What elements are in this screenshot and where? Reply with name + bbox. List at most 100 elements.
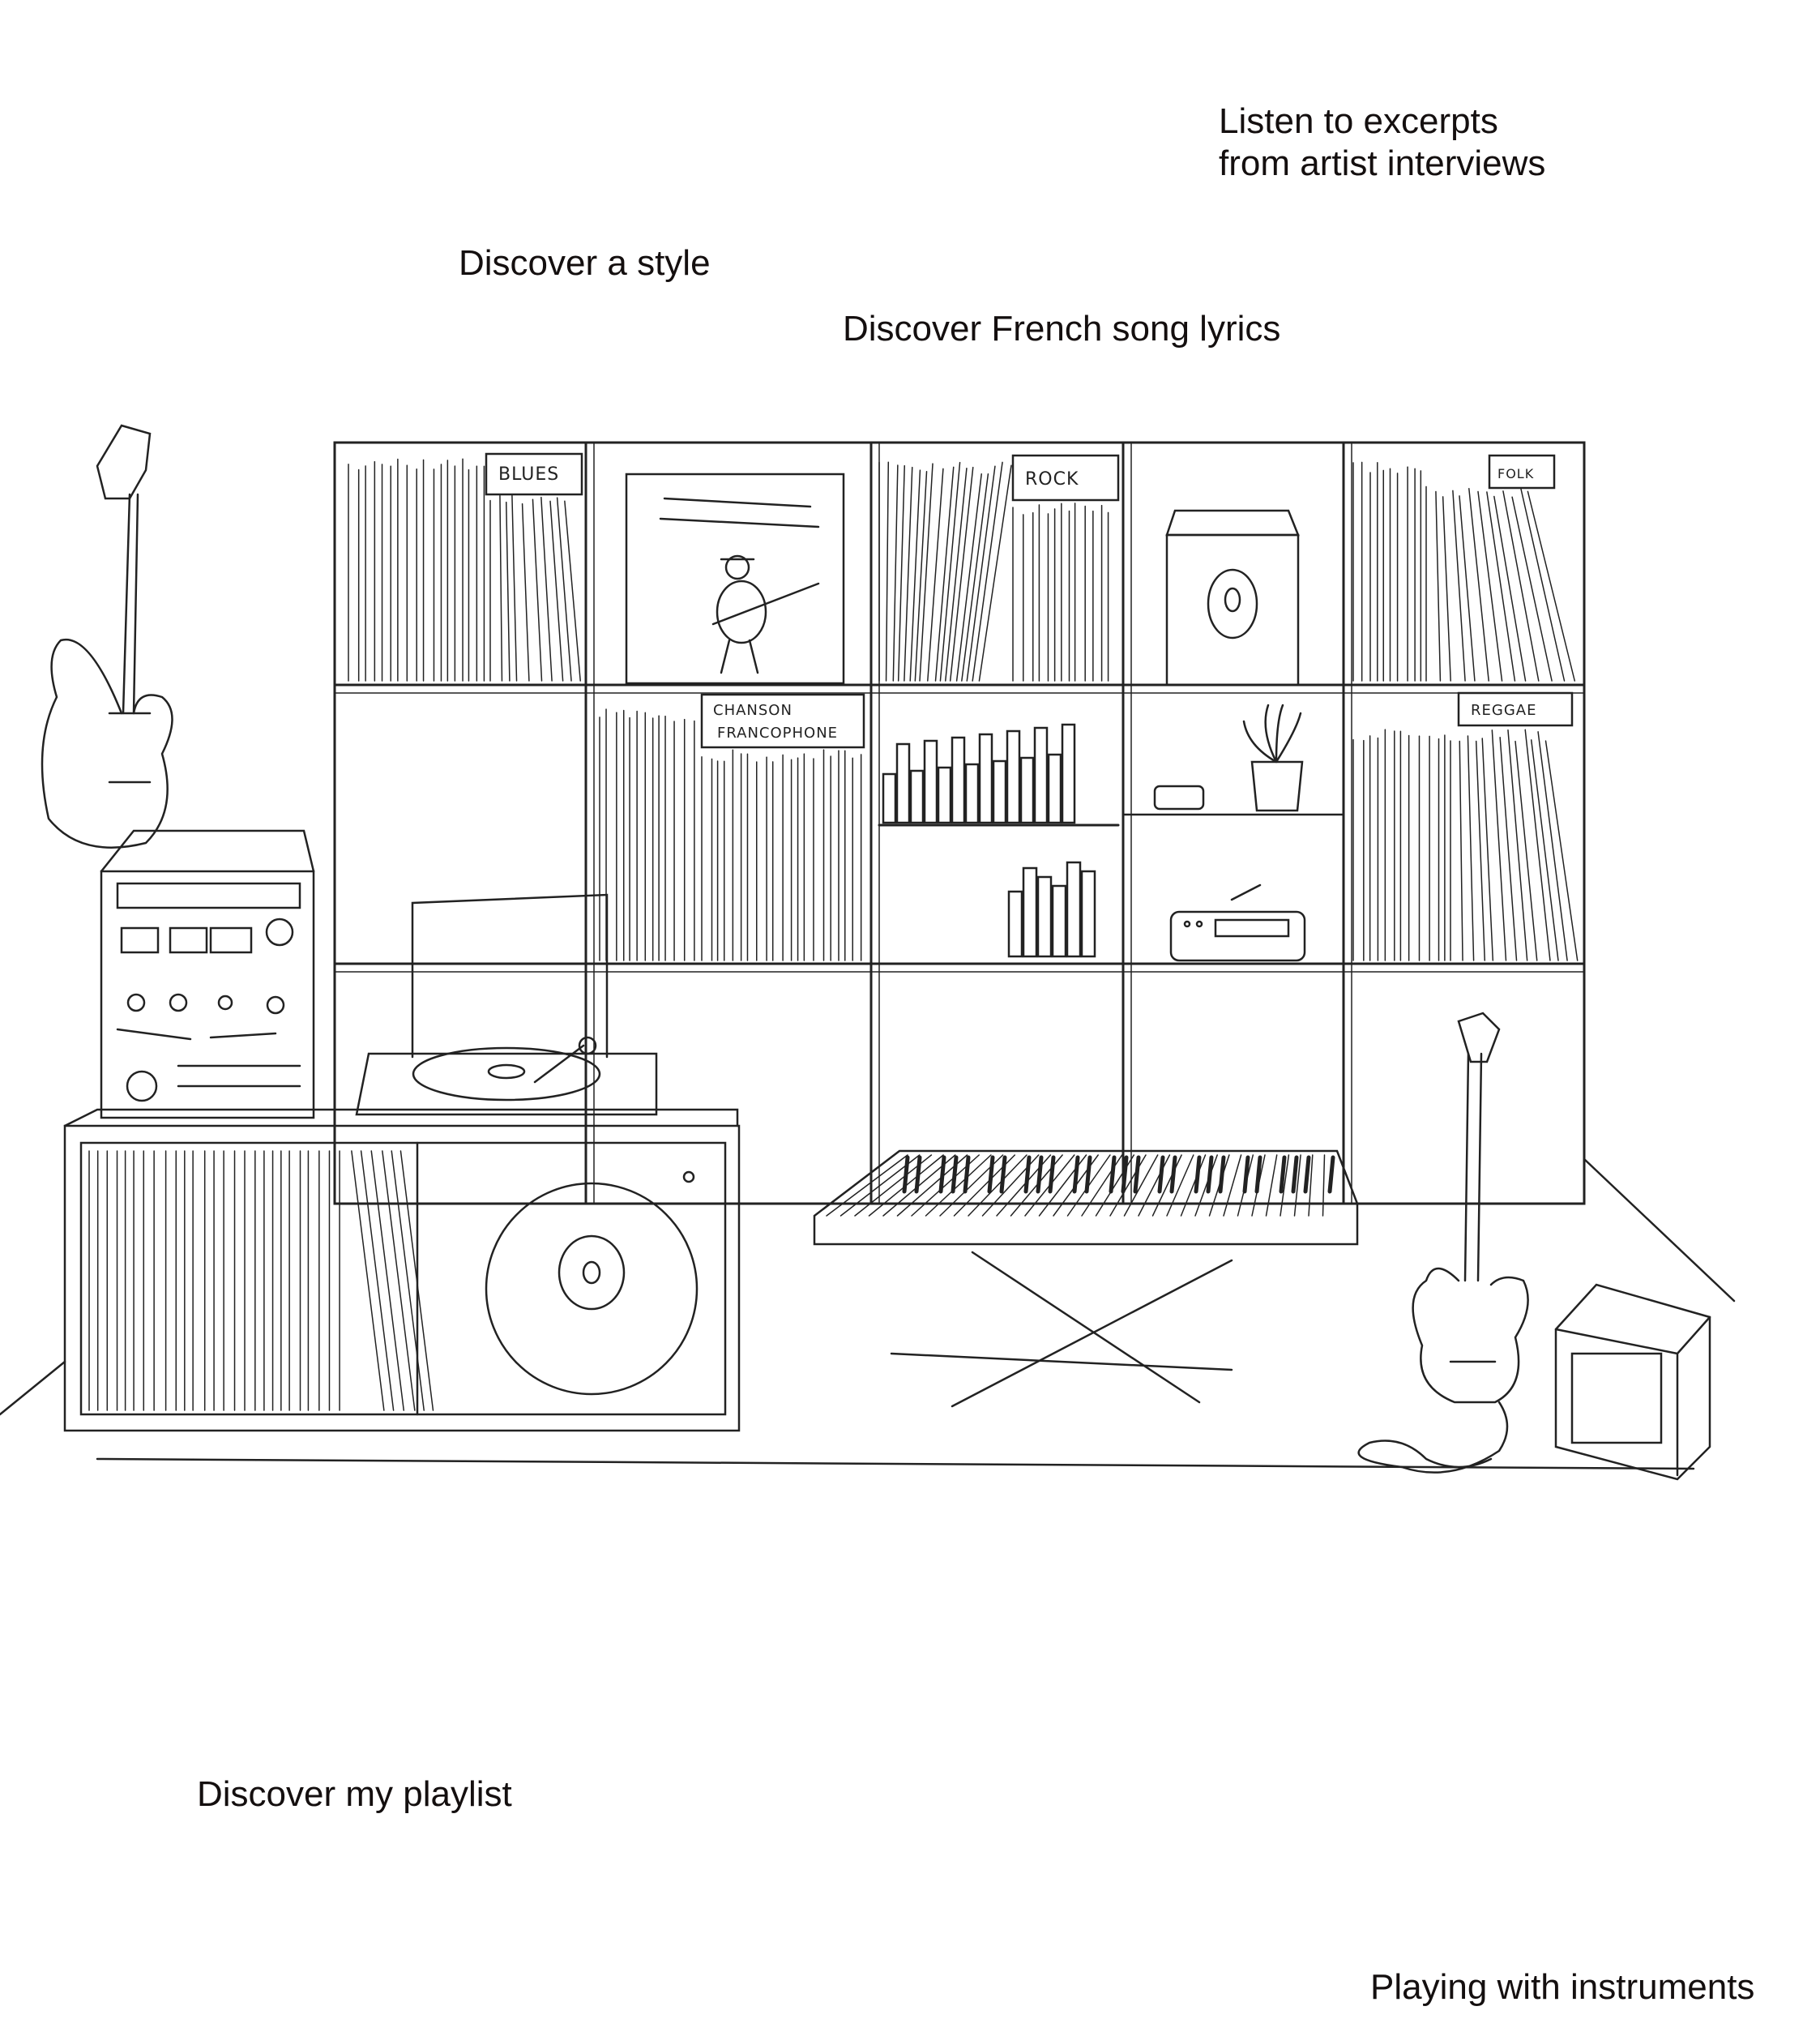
sketch-line	[965, 1157, 968, 1191]
sketch-line	[899, 466, 905, 681]
electric-guitar-wall[interactable]	[42, 426, 173, 848]
sketch-line	[904, 468, 912, 681]
sketch-line	[1532, 740, 1558, 960]
book	[1038, 877, 1051, 956]
book	[966, 764, 978, 823]
sketch-line	[1492, 730, 1506, 960]
sketch-line	[391, 1151, 424, 1410]
sketch-line	[887, 462, 889, 681]
sketch-line	[1002, 1157, 1005, 1191]
sketch-line	[1330, 1157, 1333, 1191]
book	[897, 744, 909, 823]
sketch-line	[1245, 1157, 1248, 1191]
shelf-label-chanson-francophone[interactable]: CHANSONFRANCOPHONE	[702, 695, 864, 747]
sketch-line	[523, 504, 529, 681]
listen-interviews-link[interactable]: Listen to excerpts from artist interview…	[1219, 101, 1545, 185]
plant	[1244, 705, 1302, 811]
book	[1009, 892, 1022, 956]
sketch-line	[1196, 1157, 1199, 1191]
stereo-amplifier[interactable]	[101, 831, 314, 1118]
sketch-line	[532, 499, 541, 681]
book	[1035, 728, 1047, 823]
svg-text:CHANSON: CHANSON	[713, 702, 793, 719]
sketch-line	[1038, 1157, 1041, 1191]
sketch-line	[1525, 729, 1550, 960]
book	[1023, 868, 1036, 956]
keyboard-synth[interactable]	[814, 1151, 1357, 1406]
sketch-line	[989, 1157, 993, 1191]
discover-lyrics-link[interactable]: Discover French song lyrics	[843, 308, 1280, 350]
book	[1053, 886, 1066, 956]
instruments-link[interactable]: Playing with instruments	[1370, 1966, 1754, 2008]
sketch-line	[1436, 492, 1441, 681]
sketch-line	[1500, 738, 1516, 960]
sketch-line	[1160, 1157, 1163, 1191]
book	[1007, 731, 1019, 823]
shelf-label-rock[interactable]: ROCK	[1013, 456, 1118, 500]
sketch-line	[1521, 488, 1565, 681]
sketch-line	[1257, 1157, 1260, 1191]
shelf-label-reggae[interactable]: REGGAE	[1459, 693, 1572, 725]
listen-interviews-line2: from artist interviews	[1219, 143, 1545, 185]
sketch-line	[926, 1155, 991, 1216]
book	[1067, 862, 1080, 956]
book	[952, 738, 964, 823]
sketch-line	[1305, 1157, 1309, 1191]
sketch-line	[915, 472, 926, 681]
sketch-line	[972, 462, 1002, 681]
svg-text:FOLK: FOLK	[1497, 466, 1534, 481]
sketch-line	[904, 1157, 908, 1191]
shelf-label-blues[interactable]: BLUES	[486, 454, 582, 494]
sketch-line	[936, 467, 954, 681]
sketch-line	[1220, 1157, 1224, 1191]
sketch-line	[1323, 1155, 1325, 1216]
sketch-line	[1135, 1157, 1139, 1191]
discover-style-link[interactable]: Discover a style	[459, 242, 711, 284]
sketch-line	[550, 501, 563, 681]
shelf-label-folk[interactable]: FOLK	[1489, 456, 1554, 488]
sketch-line	[1040, 1155, 1087, 1216]
sketch-line	[1443, 497, 1451, 681]
sketch-line	[1468, 736, 1473, 960]
book	[883, 774, 895, 823]
record-shelf[interactable]: BLUES ROCK FOLK CHANSONFRANCOPHONE REGGA…	[335, 443, 1584, 1204]
book	[911, 771, 923, 823]
svg-text:ROCK: ROCK	[1025, 469, 1079, 490]
book	[938, 768, 951, 823]
sketch-line	[1181, 1155, 1206, 1216]
book	[1021, 758, 1033, 823]
sketch-line	[1074, 1157, 1078, 1191]
svg-text:BLUES: BLUES	[498, 464, 559, 485]
speaker-box	[1167, 511, 1298, 685]
sketch-line	[1267, 1155, 1277, 1216]
sketch-line	[1153, 1155, 1182, 1216]
record-cabinet[interactable]	[65, 1110, 739, 1431]
sketch-line	[1087, 1157, 1090, 1191]
sketch-line	[893, 465, 898, 681]
book	[1082, 871, 1095, 956]
record-player[interactable]	[357, 895, 656, 1114]
book	[1062, 725, 1074, 823]
guitar-amp[interactable]	[1556, 1285, 1710, 1479]
sketch-line	[1538, 732, 1567, 960]
blues-album-cover[interactable]	[626, 474, 844, 683]
sketch-line	[910, 470, 920, 681]
sketch-line	[1050, 1157, 1053, 1191]
sketch-line	[953, 1157, 956, 1191]
discover-playlist-link[interactable]: Discover my playlist	[197, 1773, 512, 1816]
sketch-line	[979, 465, 1011, 681]
sketch-line	[1512, 497, 1552, 681]
electric-guitar-stand[interactable]	[1359, 1013, 1528, 1473]
sketch-line	[565, 501, 580, 681]
sketch-line	[361, 1151, 394, 1410]
small-box	[1155, 786, 1203, 809]
svg-text:REGGAE: REGGAE	[1471, 702, 1536, 719]
sketch-line	[506, 503, 510, 681]
radio	[1171, 885, 1305, 960]
sketch-line	[500, 496, 502, 681]
sketch-line	[1293, 1157, 1297, 1191]
sketch-line	[1172, 1157, 1175, 1191]
sketch-line	[1527, 491, 1574, 681]
sketch-line	[1139, 1155, 1169, 1216]
